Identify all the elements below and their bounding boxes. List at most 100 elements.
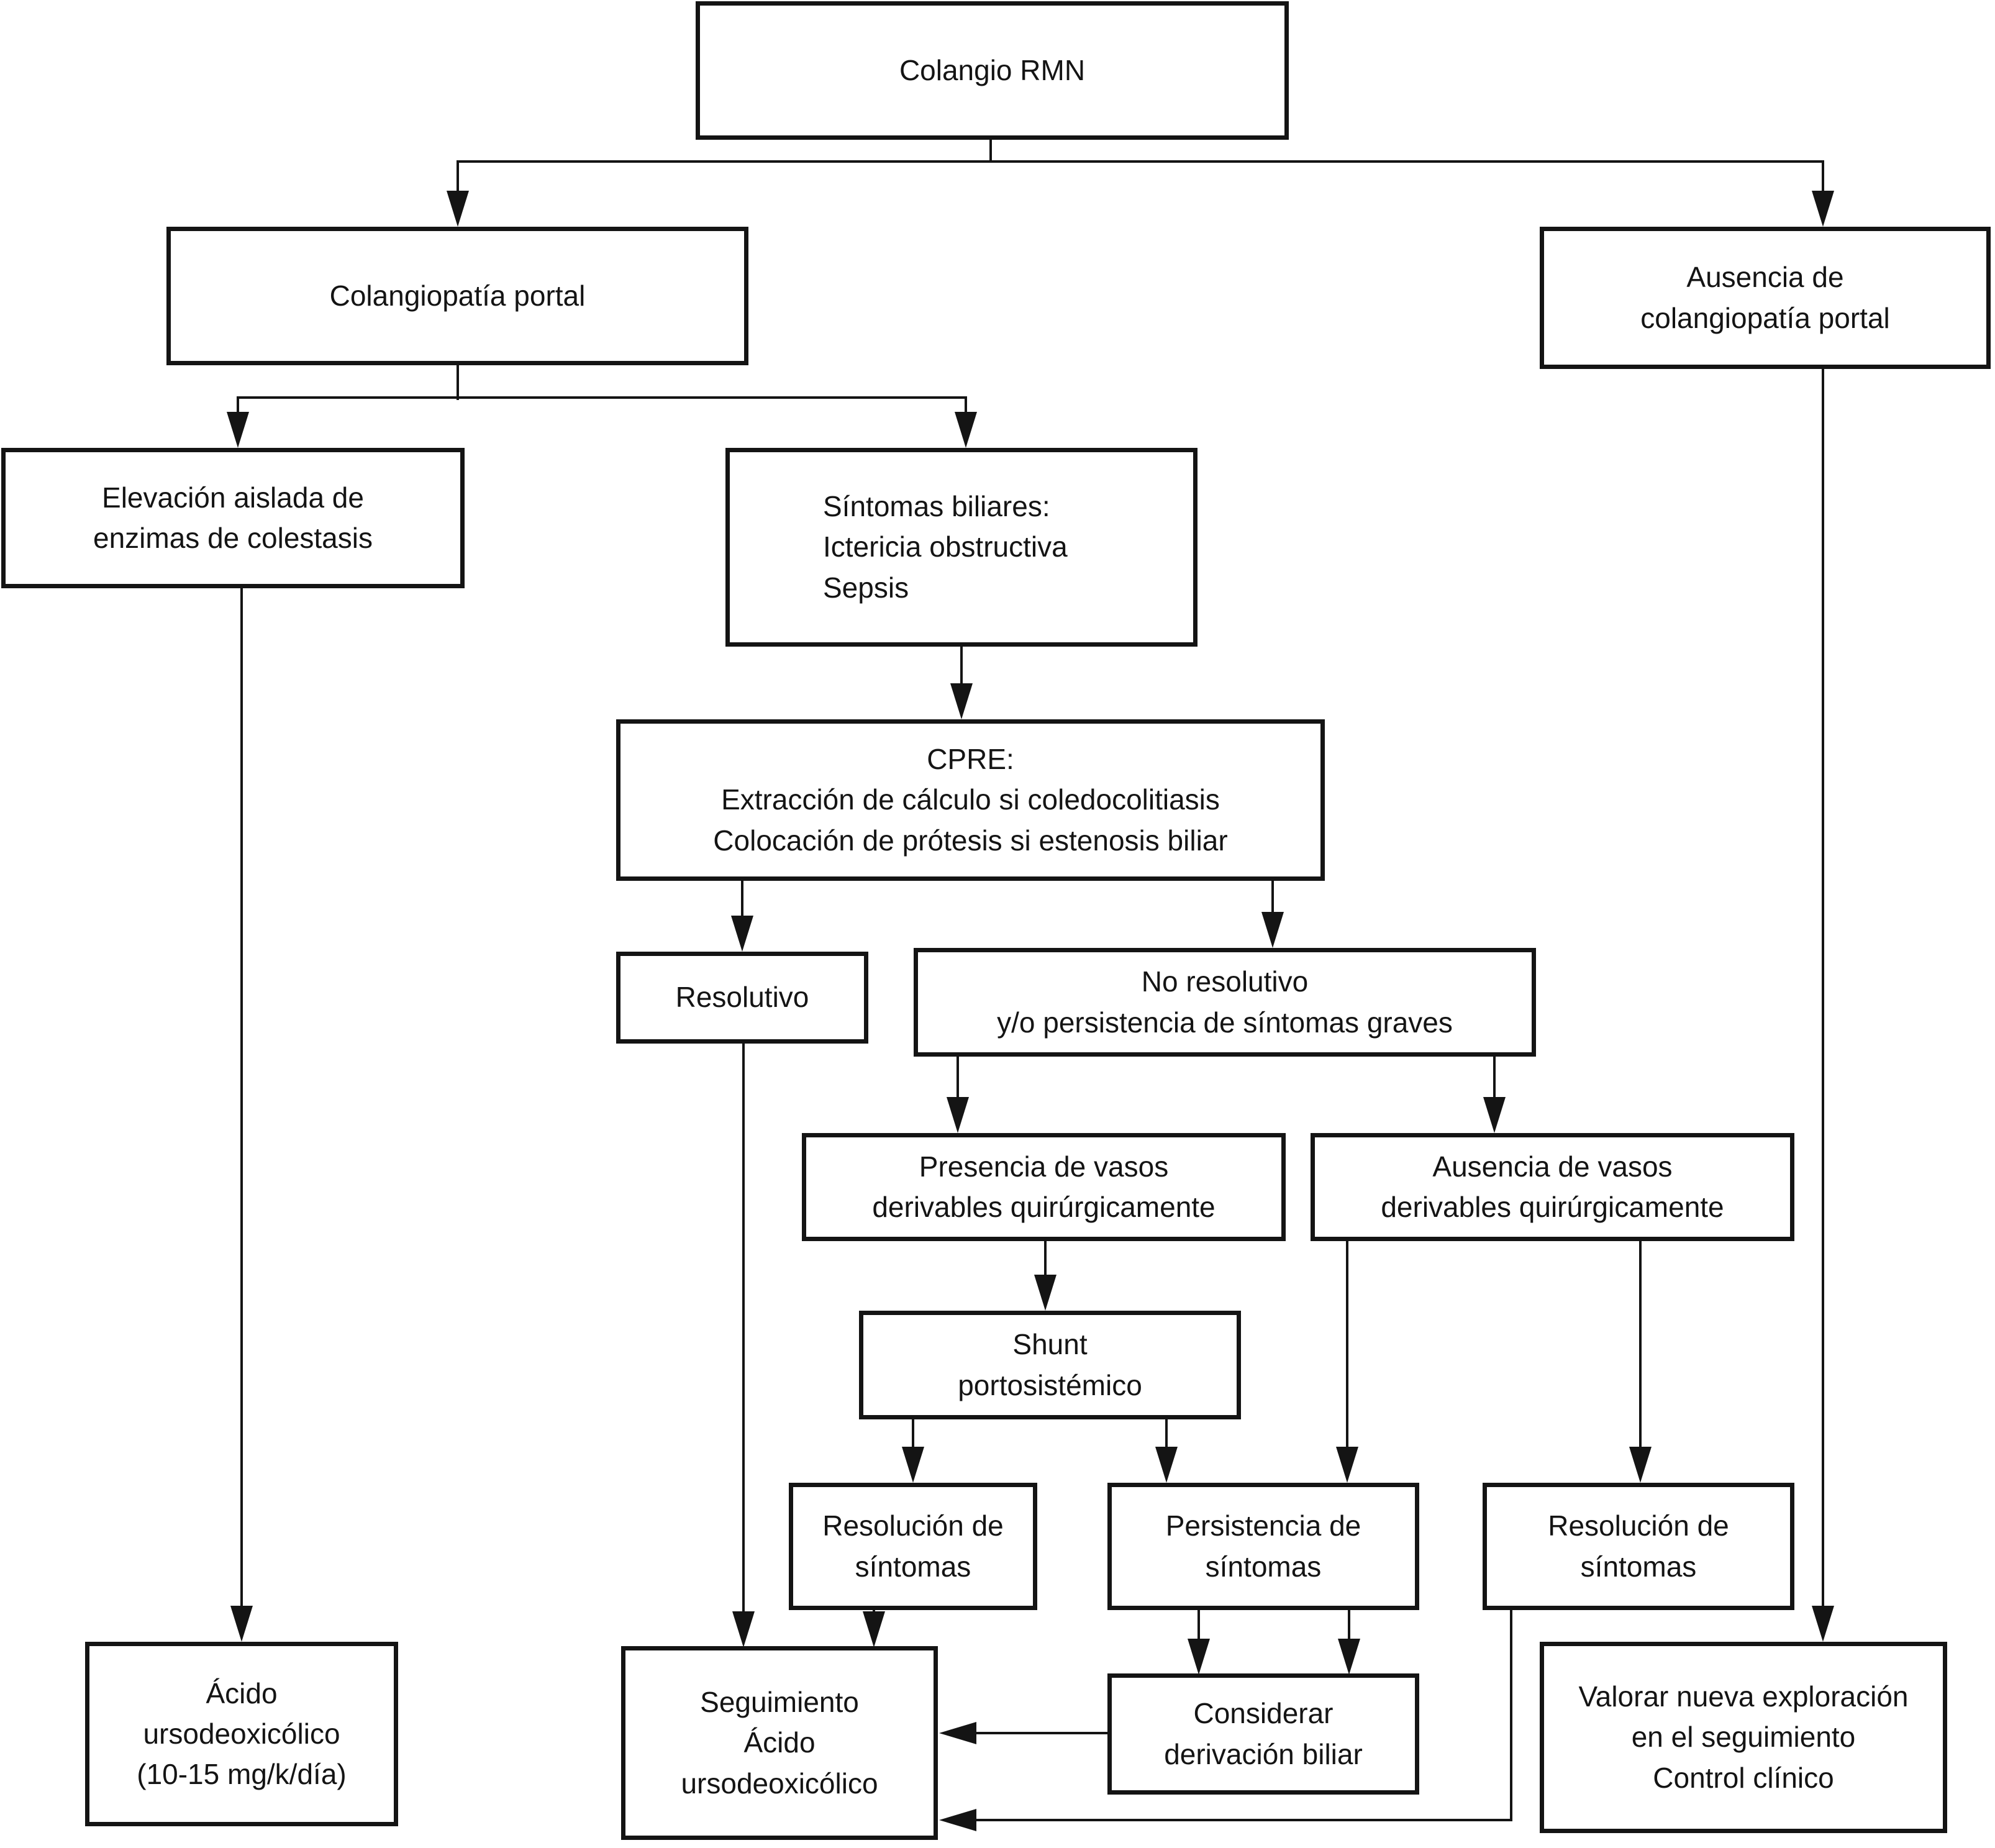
node-ausencia-vasos: Ausencia de vasos derivables quirúrgicam… — [1311, 1133, 1794, 1241]
node-acido-ursodeoxicolico: Ácido ursodeoxicólico (10-15 mg/k/día) — [85, 1642, 398, 1826]
flow-line — [238, 396, 967, 399]
flow-arrowhead — [1629, 1447, 1652, 1483]
node-considerar-derivacion: Considerar derivación biliar — [1107, 1673, 1419, 1795]
node-label: Colocación de prótesis si estenosis bili… — [713, 824, 1228, 857]
flow-arrowhead — [1261, 912, 1284, 948]
flow-line — [1346, 1241, 1348, 1449]
node-label: Resolución de — [1548, 1509, 1729, 1542]
flow-arrowhead — [732, 1611, 755, 1647]
flow-arrowhead — [230, 1606, 253, 1642]
flow-line — [1348, 1610, 1350, 1641]
flow-line — [237, 396, 239, 418]
flow-line — [741, 881, 743, 918]
node-resolucion-sintomas-der: Resolución de síntomas — [1483, 1483, 1794, 1610]
flow-line — [457, 160, 459, 194]
flow-line — [989, 140, 992, 163]
node-label: Síntomas biliares: — [823, 490, 1050, 523]
node-label: derivación biliar — [1164, 1737, 1363, 1770]
node-label: síntomas — [1580, 1550, 1697, 1583]
node-label: Sepsis — [823, 571, 909, 604]
node-label: en el seguimiento — [1631, 1721, 1856, 1754]
node-label: Extracción de cálculo si coledocolitiasi… — [721, 783, 1220, 816]
node-label: Considerar — [1193, 1697, 1334, 1730]
node-colangiopatia-portal: Colangiopatía portal — [166, 227, 748, 365]
node-label: Presencia de vasos — [919, 1150, 1169, 1183]
flow-line — [975, 1732, 1107, 1734]
flow-arrowhead — [1812, 1606, 1834, 1642]
node-label: Resolutivo — [675, 981, 809, 1014]
node-label: ursodeoxicólico — [681, 1767, 878, 1800]
flow-arrowhead — [1812, 191, 1834, 227]
flow-line — [965, 396, 967, 418]
node-label: ursodeoxicólico — [143, 1717, 340, 1750]
node-label: CPRE: — [927, 743, 1014, 776]
flow-arrowhead — [1336, 1447, 1358, 1483]
node-colangio-rmn: Colangio RMN — [696, 1, 1289, 140]
node-sintomas-biliares: Síntomas biliares: Ictericia obstructiva… — [725, 448, 1197, 647]
node-label: Ausencia de — [1686, 261, 1844, 294]
flow-line — [960, 647, 963, 686]
flow-arrowhead — [1155, 1447, 1178, 1483]
node-label: derivables quirúrgicamente — [1381, 1191, 1724, 1223]
flow-arrowhead — [863, 1611, 885, 1647]
flow-arrowhead — [447, 191, 469, 227]
flow-line — [1822, 160, 1824, 194]
node-label: Control clínico — [1653, 1761, 1834, 1794]
node-label: enzimas de colestasis — [93, 522, 373, 554]
node-label: y/o persistencia de síntomas graves — [997, 1006, 1453, 1039]
flow-line — [1510, 1610, 1512, 1821]
flow-arrowhead — [1483, 1097, 1506, 1133]
flow-arrowhead — [955, 412, 977, 448]
flow-arrowhead — [1188, 1639, 1210, 1675]
node-label: Ausencia de vasos — [1432, 1150, 1673, 1183]
flow-arrowhead — [939, 1722, 976, 1744]
node-cpre: CPRE: Extracción de cálculo si coledocol… — [616, 719, 1325, 881]
flow-arrowhead — [731, 916, 753, 952]
node-persistencia-sintomas: Persistencia de síntomas — [1107, 1483, 1419, 1610]
node-label: derivables quirúrgicamente — [872, 1191, 1216, 1223]
node-resolutivo: Resolutivo — [616, 952, 868, 1044]
flow-arrowhead — [947, 1097, 969, 1133]
flow-line — [458, 160, 1823, 163]
flow-arrowhead — [950, 683, 973, 719]
node-ausencia-colangiopatia-portal: Ausencia de colangiopatía portal — [1540, 227, 1991, 369]
flow-arrowhead — [902, 1447, 924, 1483]
flow-line — [240, 588, 243, 1608]
node-label: (10-15 mg/k/día) — [137, 1758, 347, 1791]
node-label: Colangio RMN — [899, 53, 1086, 86]
node-label: Colangiopatía portal — [329, 279, 586, 312]
flow-arrowhead — [227, 412, 249, 448]
flow-line — [1493, 1057, 1496, 1100]
node-label: Resolución de — [822, 1509, 1004, 1542]
node-label: Ácido — [743, 1726, 816, 1759]
node-label: Ácido — [206, 1677, 278, 1709]
node-elevacion-enzimas-colestasis: Elevación aislada de enzimas de colestas… — [1, 448, 465, 588]
node-resolucion-sintomas-izq: Resolución de síntomas — [789, 1483, 1037, 1610]
node-presencia-vasos: Presencia de vasos derivables quirúrgica… — [802, 1133, 1286, 1241]
flow-line — [975, 1819, 1512, 1821]
flow-line — [957, 1057, 959, 1100]
flow-line — [742, 1044, 745, 1613]
node-label: Ictericia obstructiva — [823, 530, 1068, 563]
node-seguimiento-acido: Seguimiento Ácido ursodeoxicólico — [621, 1646, 938, 1840]
flow-line — [1197, 1610, 1200, 1641]
flow-line — [912, 1419, 914, 1450]
flow-line — [1271, 881, 1274, 916]
node-label: síntomas — [855, 1550, 971, 1583]
flow-arrowhead — [1034, 1275, 1057, 1311]
flow-line — [457, 365, 459, 400]
flow-arrowhead — [939, 1809, 976, 1831]
flow-line — [1165, 1419, 1168, 1450]
node-label: colangiopatía portal — [1640, 301, 1890, 334]
flow-line — [1639, 1241, 1642, 1449]
flow-line — [1822, 369, 1824, 1608]
node-no-resolutivo: No resolutivo y/o persistencia de síntom… — [914, 948, 1536, 1057]
node-label: Persistencia de — [1165, 1509, 1361, 1542]
node-label: Seguimiento — [700, 1686, 859, 1719]
node-valorar-exploracion: Valorar nueva exploración en el seguimie… — [1540, 1642, 1947, 1833]
node-label: No resolutivo — [1141, 965, 1309, 998]
node-label: portosistémico — [958, 1368, 1142, 1401]
flow-line — [1044, 1241, 1047, 1278]
flow-arrowhead — [1338, 1639, 1360, 1675]
